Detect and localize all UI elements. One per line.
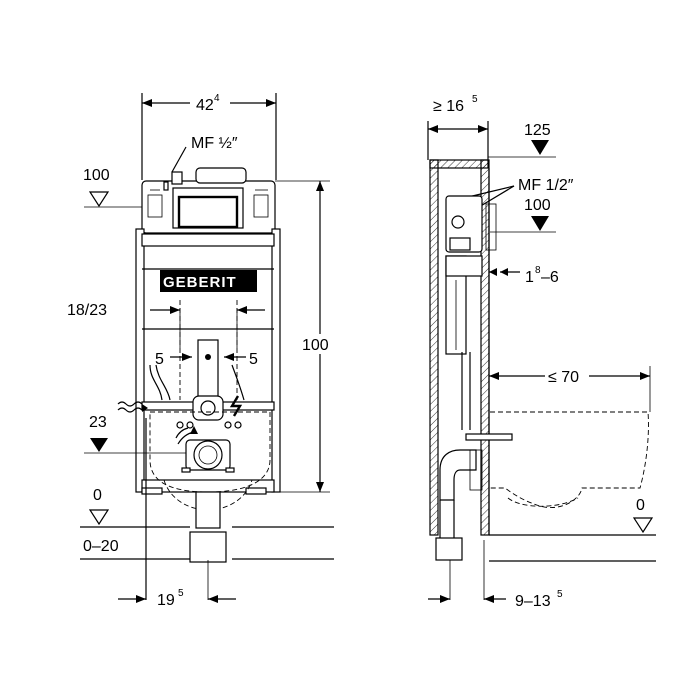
bowl-dimension: ≤ 70	[489, 366, 651, 412]
drain-bend	[163, 439, 253, 600]
cistern	[141, 167, 276, 234]
offset-dimensions: 5 5	[155, 351, 258, 368]
offset-left-label: 5	[155, 351, 164, 368]
width-value: 42	[196, 97, 214, 114]
floor-level-marker: 0 0–20	[80, 487, 334, 560]
height-label: 100	[302, 337, 329, 354]
brand-logo-text: GEBERIT	[163, 274, 237, 291]
side-bowl-outline	[490, 411, 649, 508]
flush-pipe-dimension: 18/23	[67, 300, 265, 400]
wall-gap-value: 1	[525, 269, 534, 286]
wall-gap-suffix: –6	[541, 269, 559, 286]
level-23-marker: 23	[84, 414, 190, 600]
bowl-outline	[149, 411, 271, 493]
bottom-dimension: 9–13 5	[428, 589, 563, 610]
side-level-100-label: 100	[524, 197, 551, 214]
depth-dimension: ≥ 16 5	[427, 94, 489, 160]
bowl-dim-label: ≤ 70	[548, 369, 579, 386]
floor-zero-label: 0	[93, 487, 102, 504]
floor-range-label: 0–20	[83, 538, 119, 555]
depth-prefix: ≥ 16	[433, 98, 464, 115]
side-view: ≥ 16 5 125 MF 1/2″ 100	[427, 94, 656, 610]
wall-gap-dimension: 1 8 –6	[489, 265, 559, 286]
side-drain	[435, 352, 513, 561]
side-floor-zero-label: 0	[636, 497, 645, 514]
flush-pipe	[192, 339, 224, 421]
depth-sup: 5	[472, 94, 478, 105]
side-level-100-marker: 100	[490, 197, 556, 233]
side-floor-marker: 0	[449, 497, 656, 600]
electric-connection-icon	[229, 395, 243, 417]
level-125-label: 125	[524, 122, 551, 139]
level-23-label: 23	[89, 414, 107, 431]
flush-pipe-dim-label: 18/23	[67, 302, 107, 319]
front-view: 42 4 MF ½″ 100	[67, 92, 340, 609]
side-cistern	[445, 195, 497, 355]
brand-logo: GEBERIT	[160, 270, 257, 292]
side-water-supply-label: MF 1/2″	[518, 177, 574, 194]
water-connection-icon	[117, 401, 148, 413]
water-supply-leader	[171, 146, 187, 173]
supply-hose	[149, 364, 163, 401]
axis-dim-sup: 5	[178, 588, 184, 599]
width-sup: 4	[214, 93, 220, 104]
height-dimension: 100	[300, 181, 340, 492]
flush-water-icon	[175, 426, 198, 445]
wall-gap-sup: 8	[535, 265, 541, 276]
water-supply-label: MF ½″	[191, 135, 238, 152]
level-100-label: 100	[83, 167, 110, 184]
level-125-marker: 125	[488, 122, 556, 158]
bottom-dim-value: 9–13	[515, 593, 551, 610]
axis-dim-value: 19	[157, 592, 175, 609]
bottom-dim-sup: 5	[557, 589, 563, 600]
level-100-marker: 100	[83, 167, 142, 208]
wall-panel	[429, 159, 490, 536]
width-dimension: 42 4	[141, 92, 277, 180]
axis-dimension: 19 5	[118, 588, 236, 609]
offset-right-label: 5	[249, 351, 258, 368]
